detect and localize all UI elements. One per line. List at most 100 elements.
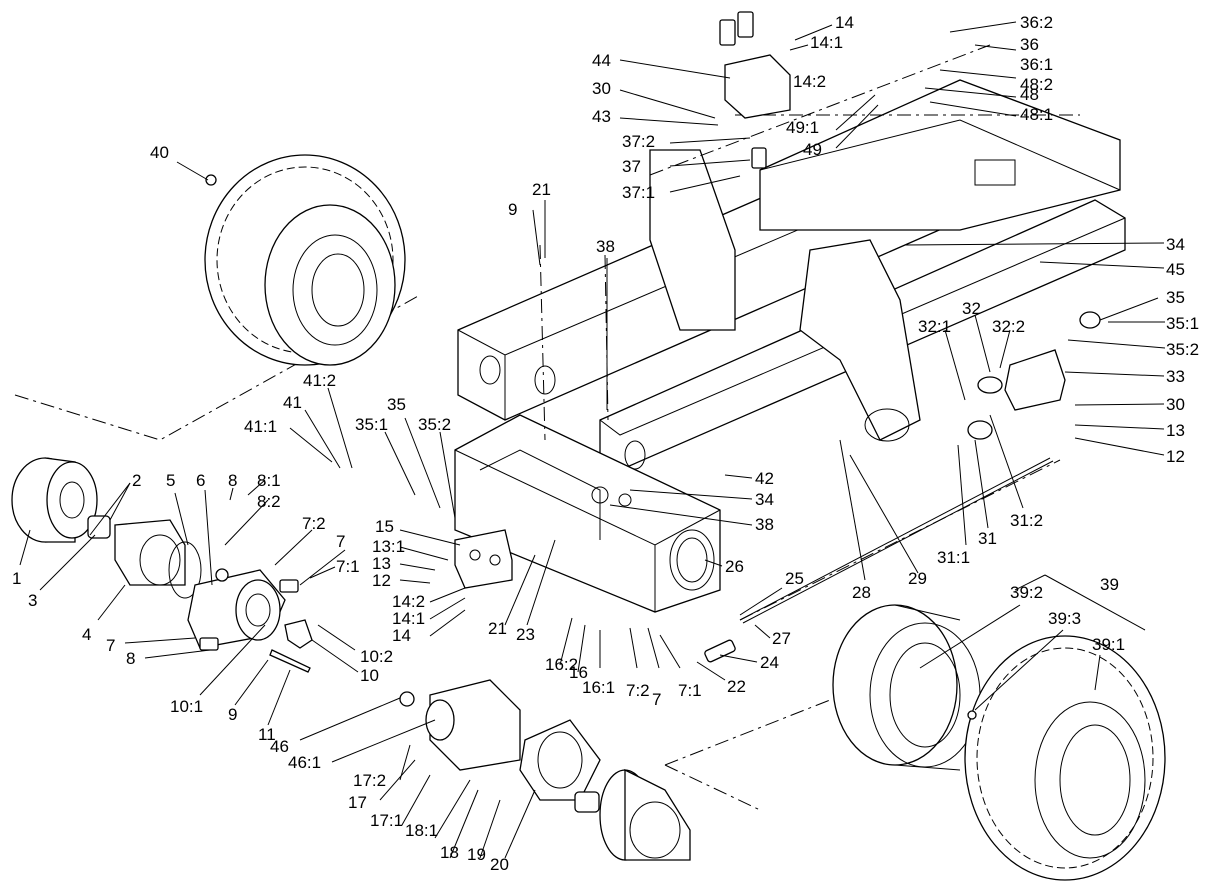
callout-label: 45 (1166, 260, 1185, 279)
callout-label: 30 (592, 79, 611, 98)
callout-label: 37:2 (622, 132, 655, 151)
callout-label: 35:2 (1166, 340, 1199, 359)
callout-label: 32:2 (992, 317, 1025, 336)
callout-label: 20 (490, 855, 509, 874)
callout-label: 3 (28, 591, 37, 610)
callout-label: 8:1 (257, 471, 281, 490)
callout-label: 24 (760, 653, 779, 672)
callout-label: 35:1 (355, 415, 388, 434)
callout-label: 38 (755, 515, 774, 534)
callout-label: 36:1 (1020, 55, 1053, 74)
callout-label: 10:2 (360, 647, 393, 666)
valve-block-44 (719, 11, 791, 169)
callout-label: 12 (1166, 447, 1185, 466)
callout-label: 17:2 (353, 771, 386, 790)
callout-label: 14 (835, 13, 854, 32)
callout-label: 30 (1166, 395, 1185, 414)
callout-label: 31:2 (1010, 511, 1043, 530)
callout-label: 14:2 (392, 592, 425, 611)
callout-label: 16:2 (545, 655, 578, 674)
callout-label: 22 (727, 677, 746, 696)
callout-label: 8 (228, 471, 237, 490)
callout-label: 7 (336, 532, 345, 551)
callout-label: 31:1 (937, 548, 970, 567)
callout-label: 46:1 (288, 753, 321, 772)
callout-label: 34 (1166, 235, 1185, 254)
callout-label: 5 (166, 471, 175, 490)
callout-label: 14:1 (392, 609, 425, 628)
callout-label: 13 (372, 554, 391, 573)
callout-label: 41 (283, 393, 302, 412)
callout-label: 7:1 (336, 557, 360, 576)
callout-label: 35:1 (1166, 314, 1199, 333)
callout-label: 14:1 (810, 33, 843, 52)
callout-label: 37 (622, 157, 641, 176)
callout-labels: 40 14 14:1 44 14:2 30 43 37:2 37 37:1 36… (12, 13, 1199, 874)
callout-label: 36 (1020, 35, 1039, 54)
callout-label: 17:1 (370, 811, 403, 830)
callout-label: 36:2 (1020, 13, 1053, 32)
callout-label: 14:2 (793, 72, 826, 91)
callout-label: 23 (516, 625, 535, 644)
callout-label: 11 (258, 725, 276, 744)
callout-label: 32:1 (918, 317, 951, 336)
callout-label: 27 (772, 629, 791, 648)
callout-label: 49:1 (786, 118, 819, 137)
callout-label: 38 (596, 237, 615, 256)
callout-label: 13:1 (372, 537, 405, 556)
callout-label: 42 (755, 469, 774, 488)
callout-label: 7 (652, 690, 661, 709)
callout-label: 17 (348, 793, 367, 812)
callout-label: 35:2 (418, 415, 451, 434)
callout-label: 28 (852, 583, 871, 602)
callout-label: 2 (132, 471, 141, 490)
callout-label: 49 (803, 140, 822, 159)
callout-label: 41:2 (303, 371, 336, 390)
callout-label: 21 (488, 619, 507, 638)
callout-label: 4 (82, 625, 91, 644)
callout-label: 9 (508, 200, 517, 219)
callout-label: 26 (725, 557, 744, 576)
callout-label: 41:1 (244, 417, 277, 436)
callout-label: 10 (360, 666, 379, 685)
callout-label: 16 (569, 663, 588, 682)
callout-label: 7 (106, 636, 115, 655)
callout-label: 35 (387, 395, 406, 414)
callout-label: 39:1 (1092, 635, 1125, 654)
callout-label: 8:2 (257, 492, 281, 511)
valve-block-33 (967, 311, 1101, 440)
leader-lines (19, 21, 1166, 859)
callout-label: 39:3 (1048, 609, 1081, 628)
callout-label: 15 (375, 517, 394, 536)
callout-label: 8 (126, 649, 135, 668)
callout-label: 7:1 (678, 681, 702, 700)
callout-label: 13 (1166, 421, 1185, 440)
callout-label: 43 (592, 107, 611, 126)
upper-left-tire (204, 154, 406, 366)
callout-label: 35 (1166, 288, 1185, 307)
callout-label: 44 (592, 51, 611, 70)
callout-label: 21 (532, 180, 551, 199)
left-drive-assembly (11, 457, 313, 673)
callout-label: 46 (270, 737, 289, 756)
callout-label: 18:1 (405, 821, 438, 840)
callout-label: 14 (392, 626, 411, 645)
callout-label: 18 (440, 843, 459, 862)
callout-label: 9 (228, 705, 237, 724)
rod-25-27 (704, 457, 1054, 663)
callout-label: 33 (1166, 367, 1185, 386)
callout-label: 25 (785, 569, 804, 588)
callout-label: 32 (962, 299, 981, 318)
callout-label: 37:1 (622, 183, 655, 202)
callout-label: 48:2 (1020, 75, 1053, 94)
callout-label: 7:2 (626, 681, 650, 700)
callout-label: 29 (908, 569, 927, 588)
callout-label: 10:1 (170, 697, 203, 716)
callout-label: 48:1 (1020, 105, 1053, 124)
lower-right-wheel-assembly (832, 604, 1166, 881)
callout-label: 6 (196, 471, 205, 490)
callout-label: 40 (150, 143, 169, 162)
callout-label: 19 (467, 845, 486, 864)
valve-block-15 (454, 529, 513, 589)
